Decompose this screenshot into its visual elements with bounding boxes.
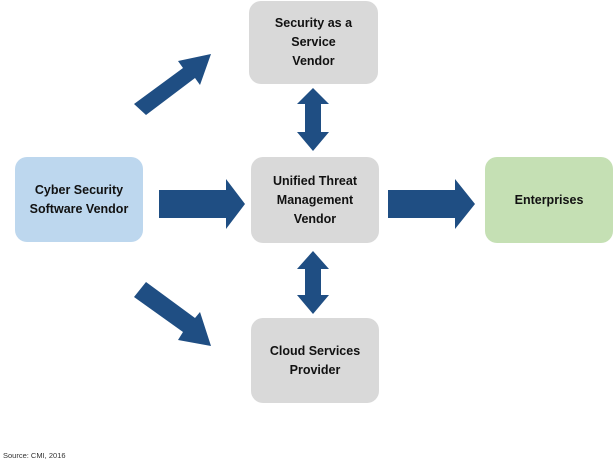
node-security-as-a-service-vendor: Security as a Service Vendor: [249, 1, 378, 84]
arrow-top-center-bidirectional: [297, 88, 329, 151]
arrow-center-to-right: [388, 179, 475, 229]
arrow-left-to-top: [134, 54, 211, 115]
arrow-bottom-center-bidirectional: [297, 251, 329, 314]
node-cyber-security-software-vendor: Cyber Security Software Vendor: [15, 157, 143, 242]
source-note: Source: CMI, 2016: [3, 451, 66, 460]
node-cloud-services-provider: Cloud Services Provider: [251, 318, 379, 403]
arrow-left-to-bottom: [134, 282, 211, 346]
node-enterprises: Enterprises: [485, 157, 613, 243]
node-unified-threat-management-vendor: Unified Threat Management Vendor: [251, 157, 379, 243]
arrow-left-to-center: [159, 179, 245, 229]
